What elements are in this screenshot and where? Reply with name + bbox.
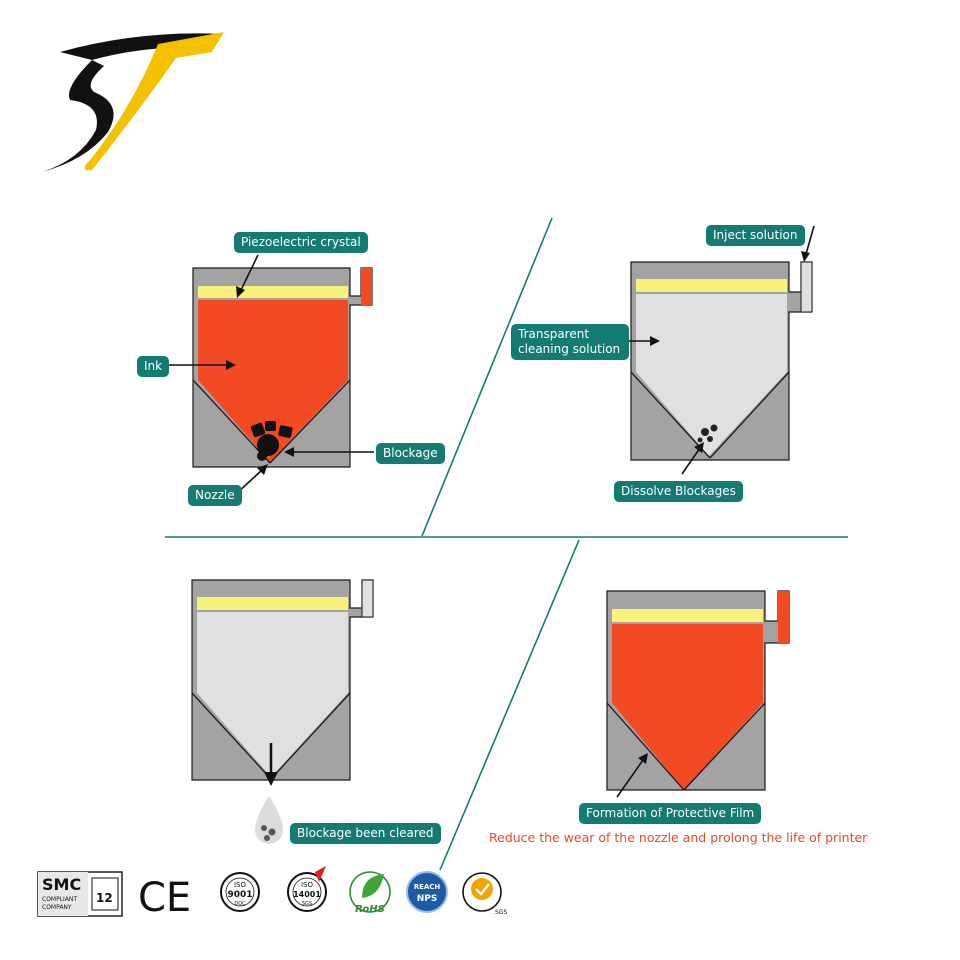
- cert-iso9001-badge: ISO 9001 DQC: [220, 872, 260, 912]
- iso14001-bottom-text: SGS: [302, 901, 312, 907]
- smc-number: 12: [96, 891, 113, 905]
- smc-text: SMC: [42, 875, 81, 894]
- panel-film: [606, 590, 790, 798]
- cert-sgs-badge: SGS: [462, 872, 507, 916]
- ce-text: CE: [138, 875, 191, 921]
- label-transparent-line2: cleaning solution: [518, 342, 621, 356]
- sgs-text: SGS: [495, 909, 507, 916]
- rohs-text: RoHS: [355, 904, 385, 915]
- blockage-particles: [250, 421, 293, 461]
- iso9001-top-text: ISO: [234, 881, 247, 889]
- label-transparent-cleaning-solution: Transparent cleaning solution: [511, 324, 629, 360]
- cert-rohs-badge: RoHS: [349, 871, 391, 915]
- brand-logo: [42, 32, 224, 172]
- label-piezoelectric-crystal: Piezoelectric crystal: [234, 232, 368, 253]
- iso9001-bottom-text: DQC: [234, 901, 246, 907]
- iso14001-top-text: ISO: [301, 881, 314, 889]
- label-dissolve-blockages: Dissolve Blockages: [614, 481, 743, 502]
- panel-cleared: [191, 579, 374, 844]
- cert-reach-badge: REACH NPS: [406, 871, 448, 913]
- lower-divider: [439, 539, 580, 871]
- label-blockage-cleared: Blockage been cleared: [290, 823, 441, 844]
- cert-smc-badge: SMC COMPLIANT COMPANY 12: [37, 871, 123, 917]
- cert-iso14001-badge: ISO 14001 SGS: [287, 866, 327, 912]
- label-nozzle: Nozzle: [188, 485, 242, 506]
- smc-company-text: COMPANY: [42, 904, 72, 911]
- cert-ce-mark: CE: [138, 875, 191, 921]
- ink-drop: [255, 796, 283, 844]
- iso14001-number: 14001: [293, 890, 321, 899]
- reach-text: REACH: [414, 883, 441, 891]
- label-transparent-line1: Transparent: [518, 327, 590, 341]
- label-ink: Ink: [137, 356, 170, 377]
- panel-dissolve: [622, 225, 815, 475]
- label-blockage: Blockage: [376, 443, 445, 464]
- dissolving-particles: [697, 424, 718, 443]
- nps-text: NPS: [417, 894, 438, 904]
- iso9001-number: 9001: [227, 890, 252, 900]
- reduce-wear-note: Reduce the wear of the nozzle and prolon…: [489, 830, 868, 845]
- upper-divider: [421, 217, 553, 537]
- label-protective-film: Formation of Protective Film: [579, 803, 762, 824]
- panel-blocked: [168, 254, 374, 495]
- label-inject-solution: Inject solution: [706, 225, 805, 246]
- smc-compliant-text: COMPLIANT: [42, 896, 77, 903]
